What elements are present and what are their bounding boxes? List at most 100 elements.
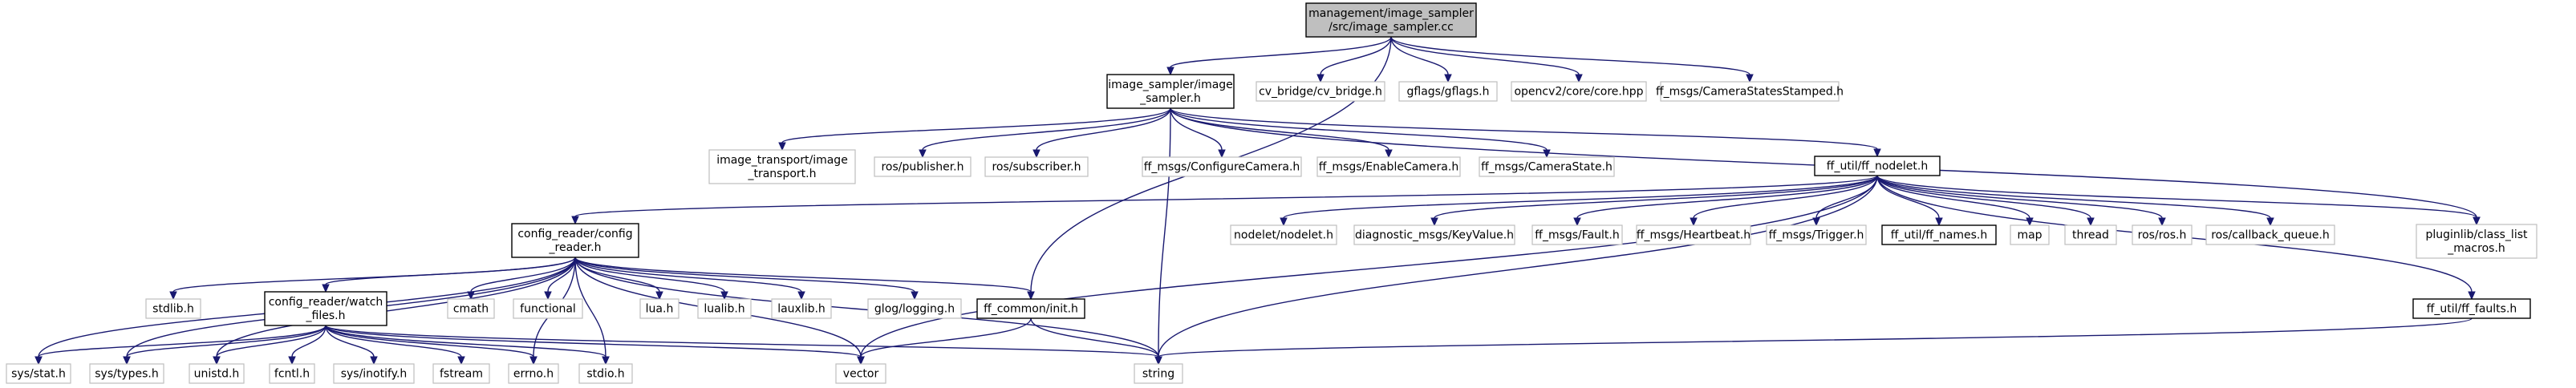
node-box: [639, 298, 679, 319]
node-label: gflags/gflags.h: [1407, 86, 1490, 99]
node-label: _reader.h: [549, 241, 602, 254]
node-label: ros/callback_queue.h: [2211, 229, 2330, 242]
edge-root-to-cv-bridge: [1316, 36, 1392, 83]
node-label: ros/publisher.h: [881, 161, 963, 174]
node-fault: ff_msgs/Fault.h: [1531, 224, 1623, 245]
node-label: fcntl.h: [274, 368, 310, 381]
node-label: ros/subscriber.h: [992, 161, 1081, 174]
node-box: [1142, 156, 1302, 177]
node-box: [578, 363, 633, 384]
node-box: [145, 298, 201, 319]
node-label: cv_bridge/cv_bridge.h: [1259, 86, 1382, 99]
node-box: [976, 298, 1085, 319]
node-label: ff_msgs/CameraState.h: [1481, 161, 1613, 174]
node-ff-common-init[interactable]: ff_common/init.h: [976, 298, 1085, 319]
node-box: [2412, 298, 2531, 319]
edge-ff-nodelet-to-thread: [1876, 175, 2095, 227]
node-ros-ros: ros/ros.h: [2132, 224, 2193, 245]
edge-config-reader-to-cmath: [467, 257, 576, 301]
node-label: stdlib.h: [152, 303, 194, 316]
edge-ff-nodelet-to-ros-ros: [1876, 175, 2166, 227]
edge-image-sampler-h-to-ros-publisher: [919, 107, 1171, 159]
node-trigger: ff_msgs/Trigger.h: [1766, 224, 1867, 245]
node-box: [432, 363, 490, 384]
edge-config-reader-to-functional: [544, 257, 576, 301]
edge-watch-files-to-stdio: [325, 325, 610, 366]
node-label: ff_util/ff_faults.h: [2427, 303, 2517, 316]
node-label: ff_msgs/EnableCamera.h: [1319, 161, 1458, 174]
node-box: [1881, 224, 1997, 245]
node-label: ff_util/ff_nodelet.h: [1827, 160, 1928, 173]
node-box: [513, 298, 583, 319]
node-box: [708, 149, 856, 184]
node-box: [874, 156, 972, 177]
edge-image-sampler-h-to-image-transport: [778, 107, 1171, 152]
node-label: lualib.h: [704, 303, 744, 316]
node-label: ff_msgs/Fault.h: [1535, 229, 1619, 242]
node-label: management/image_sampler: [1308, 7, 1474, 20]
edge-ff-common-init-to-string: [1030, 317, 1162, 366]
node-box: [2132, 224, 2193, 245]
node-box: [264, 291, 387, 326]
node-label: ff_msgs/ConfigureCamera.h: [1144, 161, 1300, 174]
node-label: fstream: [440, 368, 483, 381]
node-label: lua.h: [646, 303, 674, 316]
node-box: [6, 363, 71, 384]
edge-watch-files-to-sys-inotify: [325, 325, 378, 366]
edge-ff-nodelet-to-config-reader: [571, 175, 1878, 225]
edge-ff-common-init-to-vector: [857, 317, 1032, 366]
node-box: [2064, 224, 2117, 245]
node-string: string: [1134, 363, 1183, 384]
node-root[interactable]: management/image_sampler/src/image_sampl…: [1305, 2, 1477, 38]
edge-config-reader-to-glog: [574, 257, 919, 301]
node-configure-camera: ff_msgs/ConfigureCamera.h: [1142, 156, 1302, 177]
node-camera-states-stamped: ff_msgs/CameraStatesStamped.h: [1656, 81, 1844, 102]
node-label: functional: [520, 303, 576, 316]
node-label: sys/stat.h: [11, 368, 66, 381]
edge-ff-nodelet-to-map: [1876, 175, 2034, 227]
node-box: [447, 298, 495, 319]
node-label: thread: [2072, 229, 2109, 242]
node-ff-faults[interactable]: ff_util/ff_faults.h: [2412, 298, 2531, 319]
node-label: ff_common/init.h: [984, 303, 1078, 316]
node-label: config_reader/config: [517, 228, 632, 240]
node-box: [867, 298, 962, 319]
edge-config-reader-to-ff-common-init: [574, 257, 1035, 301]
node-ff-nodelet[interactable]: ff_util/ff_nodelet.h: [1814, 156, 1941, 176]
node-image-sampler-h[interactable]: image_sampler/image_sampler.h: [1106, 74, 1235, 109]
edge-watch-files-to-string: [325, 325, 1162, 366]
node-key-value: diagnostic_msgs/KeyValue.h: [1353, 224, 1515, 245]
node-thread: thread: [2064, 224, 2117, 245]
edge-ff-nodelet-to-ff-names: [1876, 175, 1943, 227]
header-nodes: management/image_sampler/src/image_sampl…: [6, 2, 2537, 384]
node-label: image_transport/image: [716, 154, 848, 167]
node-box: [1636, 224, 1751, 245]
node-camera-state: ff_msgs/CameraState.h: [1479, 156, 1615, 177]
node-label: ff_util/ff_names.h: [1891, 229, 1987, 242]
node-ff-names[interactable]: ff_util/ff_names.h: [1881, 224, 1997, 245]
node-box: [1256, 81, 1385, 102]
node-label: vector: [843, 368, 879, 381]
edge-ff-nodelet-to-nodelet: [1280, 175, 1878, 227]
node-label: lauxlib.h: [777, 303, 826, 316]
node-box: [189, 363, 245, 384]
node-stdlib: stdlib.h: [145, 298, 201, 319]
node-label: glog/logging.h: [874, 303, 955, 316]
node-cmath: cmath: [447, 298, 495, 319]
node-unistd: unistd.h: [189, 363, 245, 384]
node-label: string: [1142, 368, 1174, 381]
node-label: cmath: [453, 303, 489, 316]
node-label: _sampler.h: [1139, 92, 1201, 105]
edge-root-to-camera-states-stamped: [1390, 36, 1754, 83]
node-callback-queue: ros/callback_queue.h: [2205, 224, 2335, 245]
node-watch-files[interactable]: config_reader/watch_files.h: [264, 291, 387, 326]
node-stdio: stdio.h: [578, 363, 633, 384]
edge-root-to-image-sampler-h: [1166, 36, 1392, 76]
node-lua: lua.h: [639, 298, 679, 319]
node-label: image_sampler/image: [1108, 79, 1233, 91]
node-label: /src/image_sampler.cc: [1329, 21, 1454, 34]
node-box: [269, 363, 315, 384]
node-ros-subscriber: ros/subscriber.h: [984, 156, 1089, 177]
node-fstream: fstream: [432, 363, 490, 384]
node-config-reader[interactable]: config_reader/config_reader.h: [511, 223, 639, 258]
